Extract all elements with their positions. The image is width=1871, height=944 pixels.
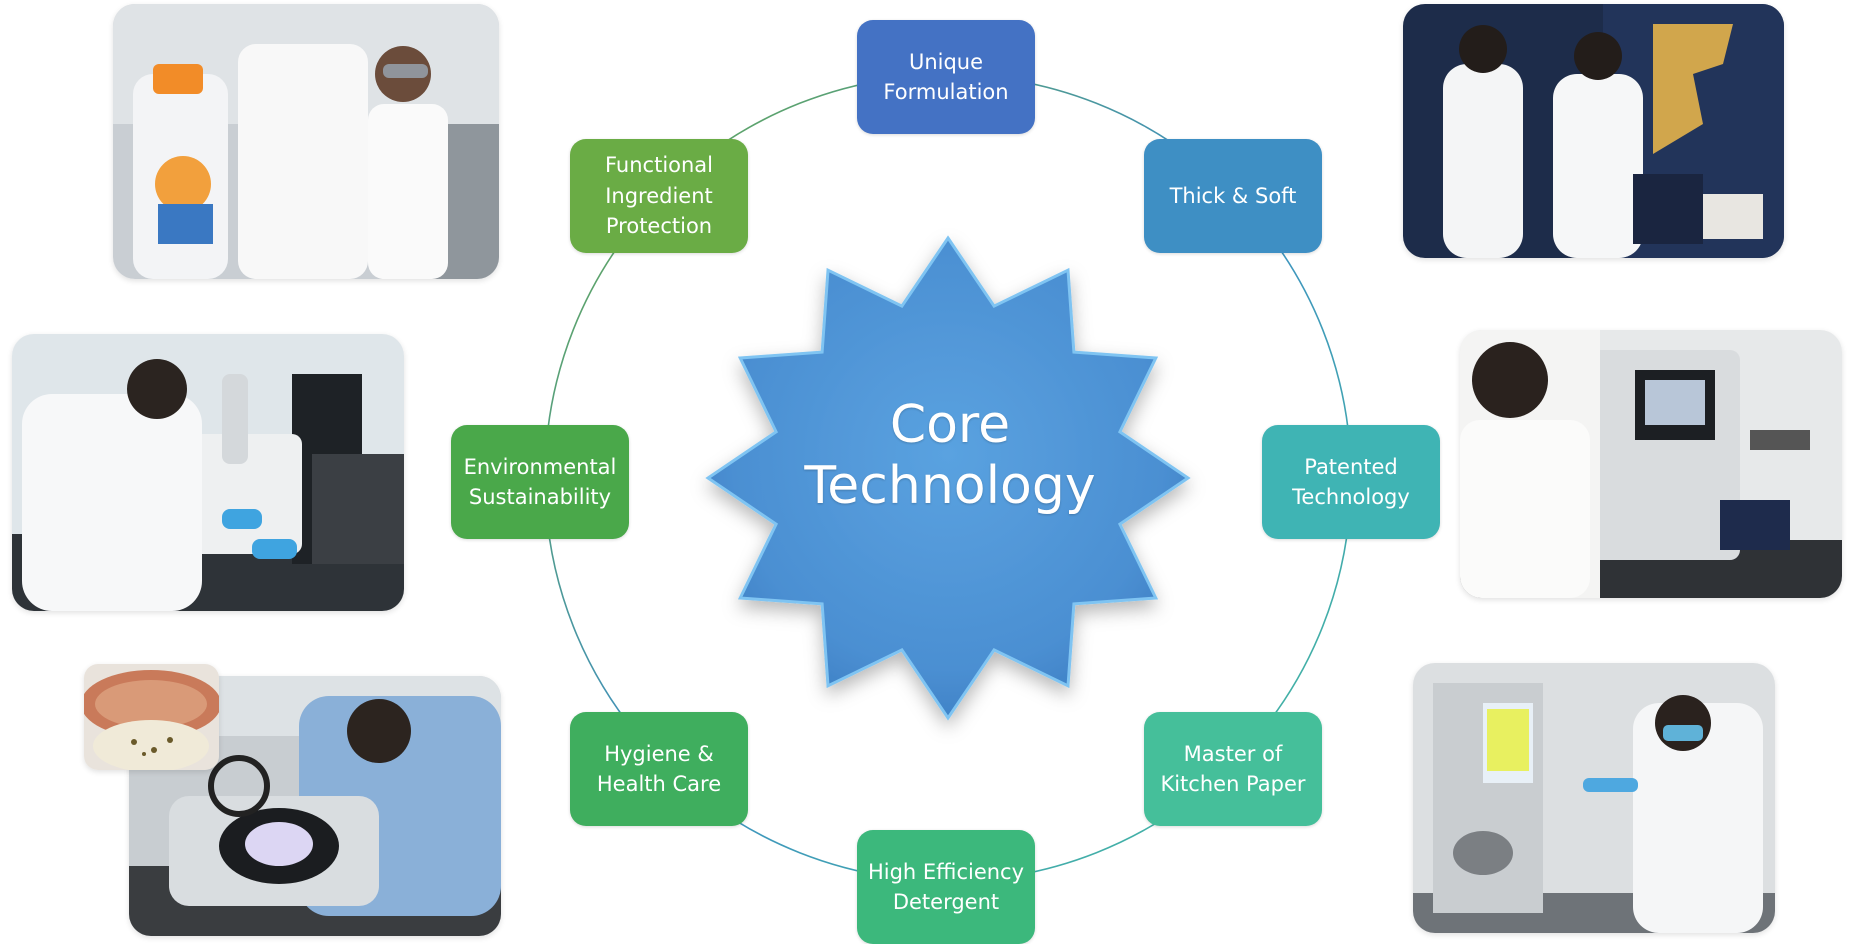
node-thick-soft[interactable]: Thick & Soft (1144, 139, 1322, 253)
node-high-efficiency-detergent[interactable]: High Efficiency Detergent (857, 830, 1035, 944)
node-label: Patented Technology (1292, 454, 1410, 509)
photo-petri-inset (84, 664, 219, 770)
node-label: High Efficiency Detergent (867, 859, 1025, 914)
photo-lab-laundry (113, 4, 499, 279)
node-master-of-kitchen-paper[interactable]: Master of Kitchen Paper (1144, 712, 1322, 826)
node-label: Hygiene & Health Care (596, 741, 722, 796)
photo-microscope (12, 334, 404, 611)
node-environmental-sustainability[interactable]: Environmental Sustainability (451, 425, 629, 539)
photo-paper-tester (1413, 663, 1775, 933)
node-hygiene-health-care[interactable]: Hygiene & Health Care (570, 712, 748, 826)
node-label: Unique Formulation (883, 49, 1009, 104)
node-label: Functional Ingredient Protection (604, 153, 714, 239)
node-label: Environmental Sustainability (463, 454, 617, 509)
node-patented-technology[interactable]: Patented Technology (1262, 425, 1440, 539)
node-unique-formulation[interactable]: Unique Formulation (857, 20, 1035, 134)
center-starburst (705, 235, 1191, 721)
photo-tissue-tester (1460, 330, 1842, 598)
node-label: Master of Kitchen Paper (1160, 741, 1306, 796)
photo-tissue-presentation (1403, 4, 1784, 258)
node-label: Thick & Soft (1169, 183, 1297, 208)
center-title: Core Technology (804, 395, 1096, 517)
node-functional-ingredient-protection[interactable]: Functional Ingredient Protection (570, 139, 748, 253)
